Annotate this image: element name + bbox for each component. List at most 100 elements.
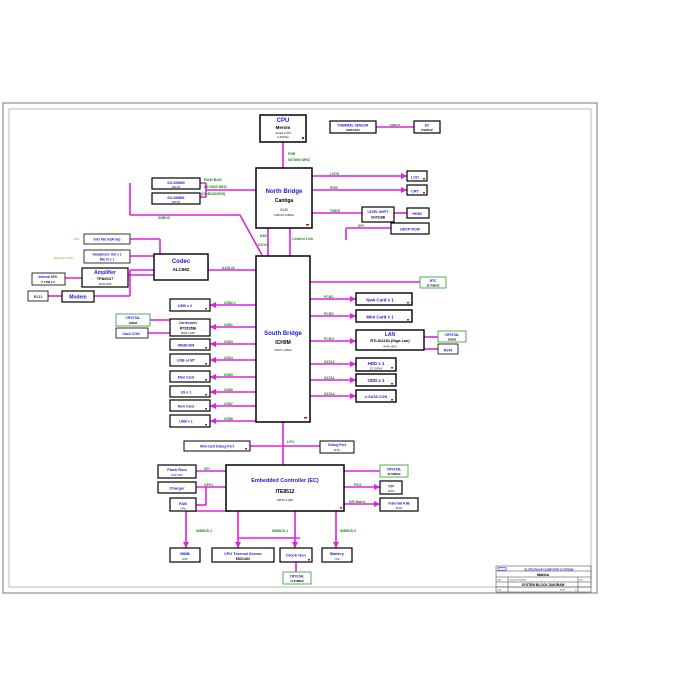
size-label: Size — [498, 580, 503, 582]
lvds-label: LVDS — [330, 172, 340, 176]
so-dimm0-box — [151, 177, 201, 190]
new-card-x1-box — [355, 292, 413, 306]
rtc-sub: 32.768KHZ — [426, 284, 440, 288]
spi-top-label: SPI — [358, 224, 364, 228]
sata-label-0: SATA0 — [324, 360, 335, 364]
level-shift-box — [361, 206, 395, 223]
ram-bus-line3: (DDR2/DDR3) — [201, 192, 226, 196]
rev-label: Rev — [580, 580, 584, 582]
amplifier-title: Amplifier — [94, 270, 116, 276]
so-dimm1-title: SO-DIMM1 — [167, 196, 185, 200]
smbus1-label: SMBUS 1 — [272, 529, 288, 533]
ec-top-box — [413, 120, 441, 134]
thermal-top-title: THERMAL SENSOR — [338, 124, 370, 128]
lan-box — [355, 329, 425, 351]
internal-kb-title: Internal K/B — [388, 502, 410, 506]
sheet-title: SYSTEM BLOCK DIAGRAM — [522, 583, 565, 587]
usb-x2-label: USB x 2 — [178, 304, 192, 308]
level-shift-title: LEVEL SHIFT — [367, 210, 388, 214]
ec-name: ITE8512 — [276, 489, 295, 495]
arrowheads — [88, 173, 407, 548]
red-markers — [205, 137, 425, 561]
tp-title: T/P — [388, 484, 395, 489]
cpu-box — [259, 114, 307, 143]
3g-label: 3G x 1 — [181, 391, 192, 395]
cardreader-box — [169, 318, 211, 337]
nb-title: North Bridge — [266, 189, 303, 195]
esata-label: e-SATA CON — [365, 395, 388, 399]
mini-card-debug-box — [183, 440, 251, 452]
fan-title: FAN — [179, 501, 187, 506]
amplifier-name: TPA6017 — [97, 276, 114, 281]
charger-label: Charger — [169, 486, 185, 491]
lcd-label: LCD — [411, 176, 419, 180]
mini-card-left-box — [169, 370, 211, 383]
company-name: ELITEGROUP COMPUTER SYSTEMS — [524, 568, 573, 572]
crystal-clk-title: CRYSTAL — [290, 575, 305, 579]
usb2-label-1: USB1 — [224, 323, 233, 327]
sb-sub: 676-Pin mBGA — [274, 348, 292, 352]
webcam-box — [169, 338, 211, 351]
tmds-label: TMDS — [330, 209, 341, 213]
crystal-ec-sub: 32.768KHZ — [387, 472, 401, 476]
3g-box — [169, 385, 211, 398]
hdmi-label: HDMI — [412, 212, 421, 216]
crystal-ec-box — [379, 464, 409, 478]
sheet-frame — [2, 102, 598, 594]
ram-bus-line2: 667/800 MHZ — [204, 185, 228, 189]
sb-title: South Bridge — [264, 331, 302, 337]
x2x4-label: X2/X4 — [258, 243, 268, 247]
debug-port-sub: 12-Pin — [334, 449, 342, 452]
card-con-label: Card CON — [122, 332, 140, 336]
dmi-label: DMI — [260, 234, 267, 238]
labels: CPU Merom Socket P 479 &-FCPGA THERMAL S… — [34, 118, 460, 583]
thermal-sensor-top-box — [329, 120, 377, 134]
rj11-label: RJ11 — [34, 295, 42, 299]
modem-box — [61, 290, 95, 303]
ec-title: Embedded Controller (EC) — [251, 478, 319, 484]
codec-box — [153, 253, 209, 281]
crystal-25-title: CRYSTAL — [445, 333, 460, 337]
cpu-name: Merom — [276, 125, 291, 130]
internal-spk-line1: Internal SPK — [39, 275, 59, 279]
rj11-box — [27, 290, 49, 302]
lan-name: RTL8111DL(Giga Lan) — [370, 339, 410, 343]
tp-box — [379, 480, 403, 495]
crt-label: CRT — [411, 190, 419, 194]
bus-lines — [48, 126, 438, 572]
charger-box — [157, 481, 197, 494]
cpu-thermal-box — [211, 547, 275, 563]
project-name: Malibu — [537, 573, 550, 577]
fan-sub: 3-Pin — [180, 508, 186, 511]
new-card-x1-label: New Card x 1 — [366, 298, 394, 303]
hdmi-box — [406, 207, 430, 219]
debug-port-box — [319, 440, 355, 454]
south-bridge-box — [255, 255, 311, 423]
kb-matrix-label: K/B Matrix — [349, 500, 365, 504]
clock-gen-label: Clock Gen — [286, 553, 306, 558]
mmb-title: MMB — [180, 551, 190, 556]
so-dimm0-sub: 200-Pin — [172, 186, 181, 189]
rj45-box — [437, 343, 459, 355]
block-boxes — [27, 114, 467, 585]
esata-box — [355, 389, 397, 403]
usb-or-bt-box — [169, 353, 211, 367]
odd-label: ODD x 1 — [367, 378, 385, 383]
webcam-label: WEBCAM — [178, 344, 195, 348]
headphone-line1: Headphone Out x 1 — [92, 253, 121, 257]
codec-name: ALC662 — [173, 267, 190, 272]
cpu-title: CPU — [277, 118, 290, 124]
usb2-label-3: USB4 — [224, 356, 233, 360]
fsb-line1: FSB — [288, 152, 296, 156]
rtc-title: RTC — [430, 279, 437, 283]
hdd-label: HDD x 1 — [368, 361, 385, 366]
new-card-left-box — [169, 399, 211, 412]
lan-title: LAN — [385, 332, 396, 338]
so-dimm1-box — [151, 192, 201, 205]
sata-label-2: SATA4 — [324, 392, 335, 396]
usb-or-bt-label: USB or BT — [177, 359, 196, 363]
ec-sub: 128-Pin LQFP — [277, 498, 294, 502]
cpu-sub1: Socket P 479 — [275, 131, 291, 135]
mini-card-left-label: Mini Card — [178, 376, 194, 380]
fan-box — [169, 497, 197, 512]
